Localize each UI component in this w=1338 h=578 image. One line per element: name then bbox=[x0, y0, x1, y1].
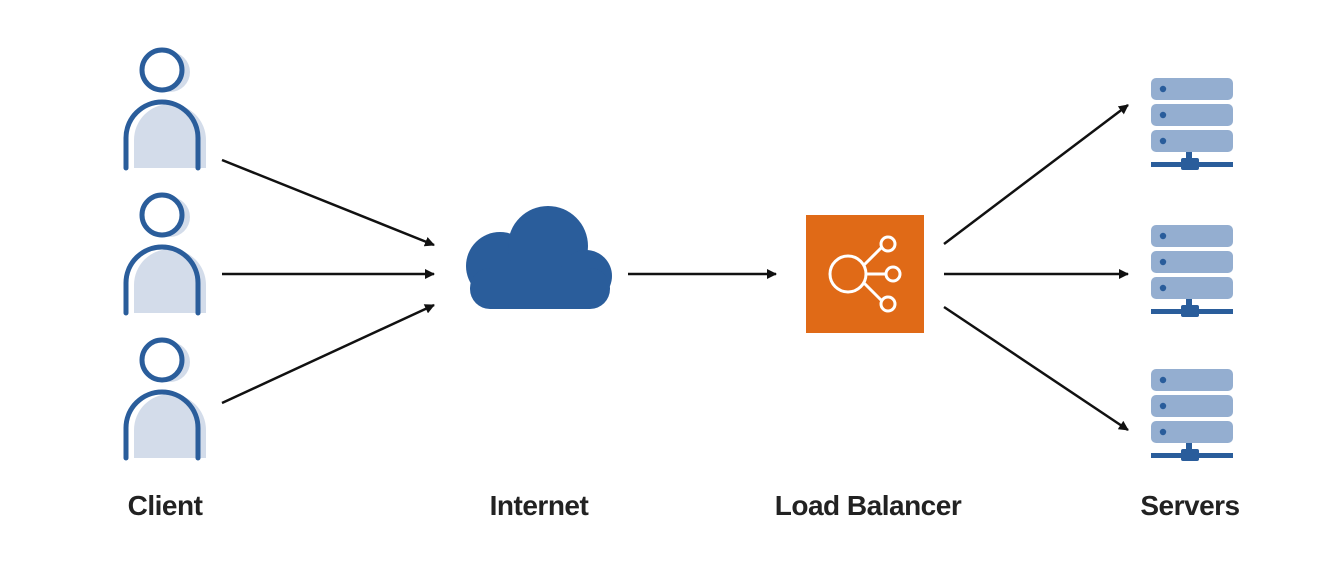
client-label: Client bbox=[127, 490, 203, 521]
arrow-client-1-to-internet bbox=[221, 158, 435, 247]
arrow-load-balancer-to-server-3 bbox=[943, 305, 1129, 432]
arrow-client-3-to-internet bbox=[221, 303, 435, 405]
client-user-icon-2 bbox=[126, 195, 206, 313]
server-icon-2 bbox=[1151, 225, 1233, 317]
server-icon-1 bbox=[1151, 78, 1233, 170]
server-icon-3 bbox=[1151, 369, 1233, 461]
client-user-icon-3 bbox=[126, 340, 206, 458]
arrow-load-balancer-to-server-1 bbox=[943, 104, 1129, 245]
internet-label: Internet bbox=[489, 490, 589, 521]
load-balancer-label: Load Balancer bbox=[774, 490, 962, 521]
client-user-icon-1 bbox=[126, 50, 206, 168]
cloud-icon bbox=[466, 206, 612, 309]
load-balancer-icon bbox=[806, 215, 924, 333]
servers-label: Servers bbox=[1140, 490, 1240, 521]
